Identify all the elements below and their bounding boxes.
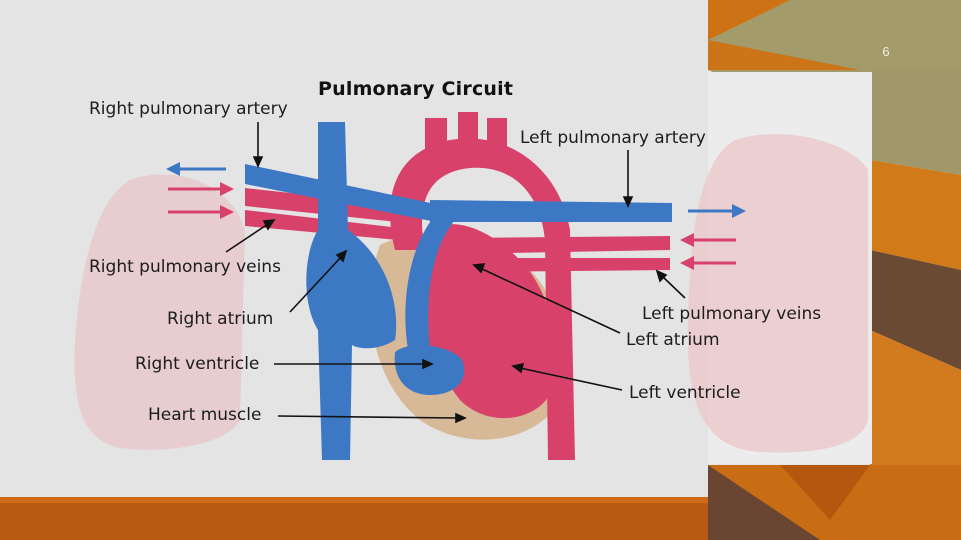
label-right-pulmonary-artery: Right pulmonary artery [89, 99, 288, 119]
flow-arrows-right [680, 204, 746, 270]
label-left-pulmonary-artery: Left pulmonary artery [520, 128, 706, 148]
label-right-atrium: Right atrium [167, 309, 274, 329]
label-left-pulmonary-veins: Left pulmonary veins [642, 304, 822, 324]
vena-cava [306, 122, 397, 460]
aorta [390, 138, 575, 460]
right-ventricle-shape [394, 345, 465, 395]
right-lung [74, 174, 245, 450]
slide-number: 6 [882, 44, 890, 59]
label-right-pulmonary-veins: Right pulmonary veins [89, 257, 281, 277]
left-pulmonary-artery-vessel [430, 200, 672, 222]
left-lung [687, 134, 868, 453]
flow-arrows-left [166, 162, 234, 219]
label-left-atrium: Left atrium [626, 330, 720, 350]
right-pulmonary-artery-vessel [245, 164, 440, 222]
label-left-ventricle: Left ventricle [629, 383, 741, 403]
bottom-bar [0, 497, 708, 540]
label-pointers [225, 122, 686, 424]
diagram-title: Pulmonary Circuit [318, 78, 514, 100]
label-heart-muscle: Heart muscle [148, 405, 262, 425]
label-right-ventricle: Right ventricle [135, 354, 260, 374]
